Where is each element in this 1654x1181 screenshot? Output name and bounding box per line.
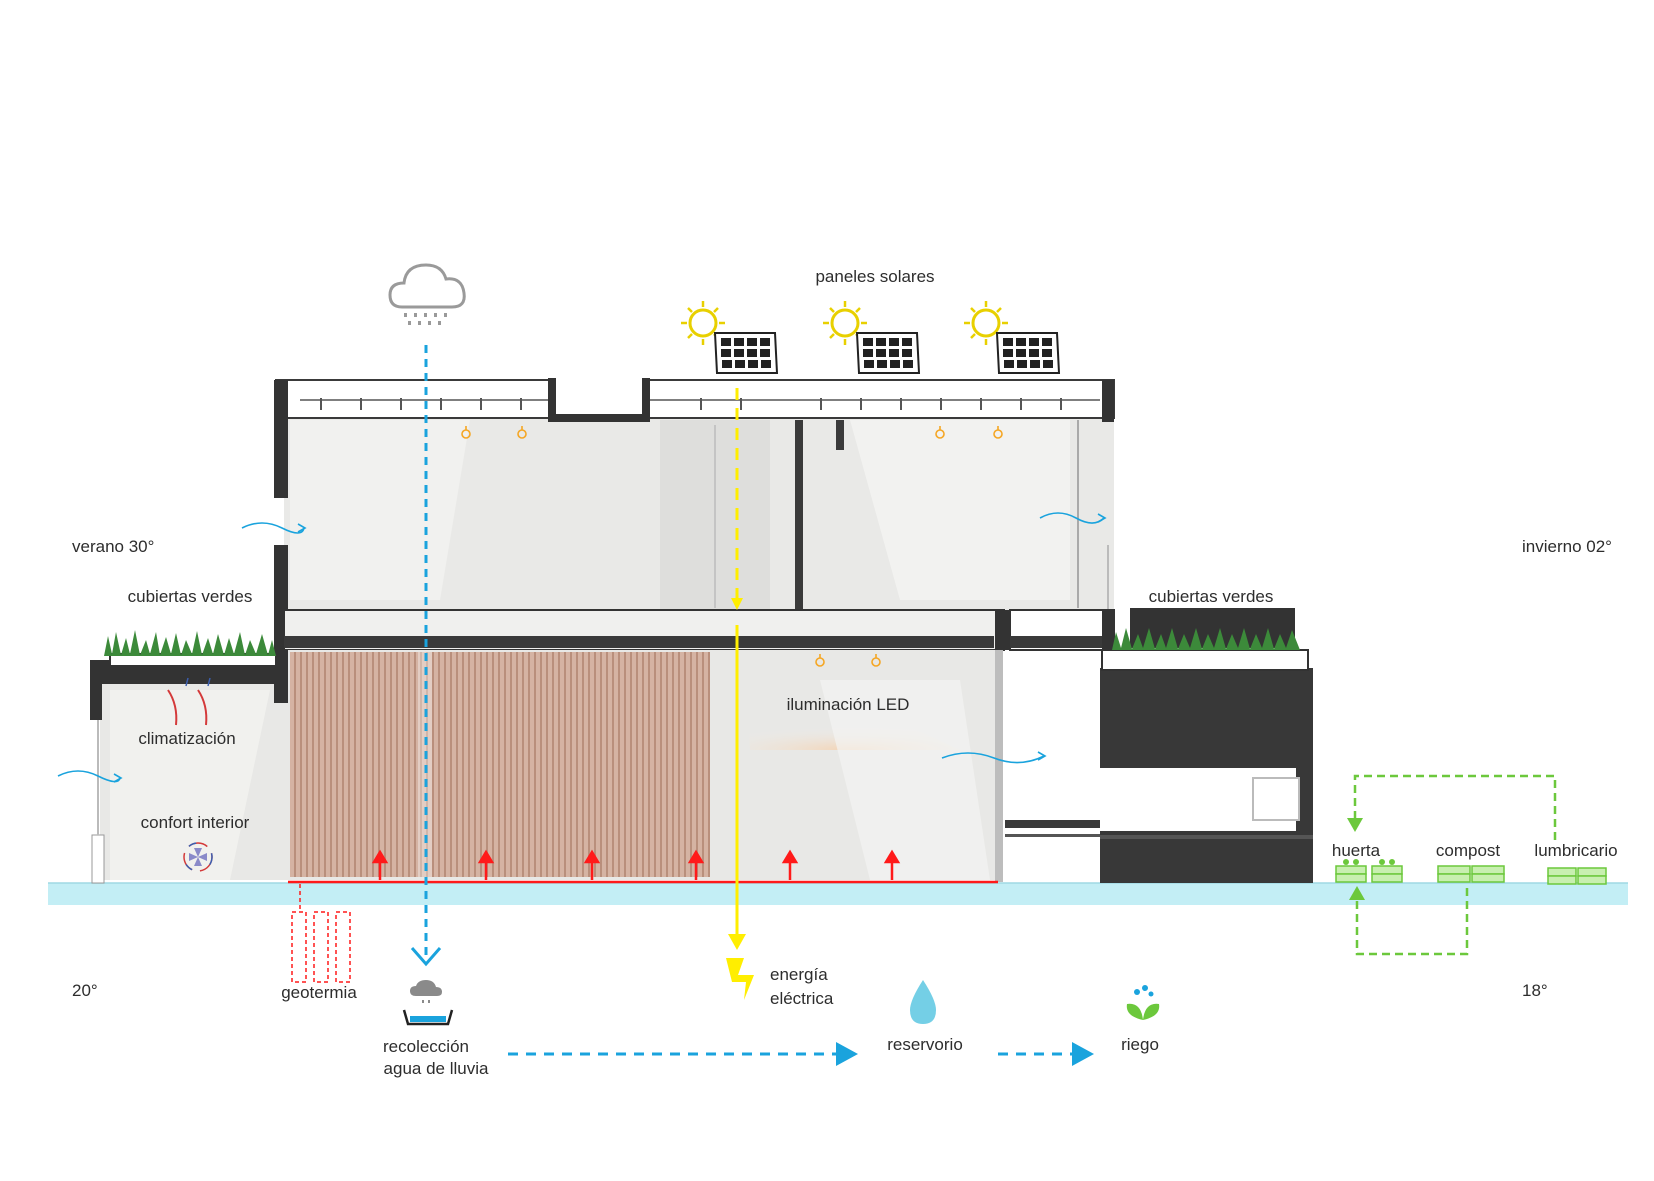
- energy-flow: [726, 388, 754, 1000]
- solar-panel-icon: [855, 332, 921, 374]
- plant-icon: [1126, 985, 1160, 1020]
- label-lumbricario: lumbricario: [1534, 841, 1618, 860]
- climatization-arrows-icon: [167, 689, 208, 726]
- label-recoleccion: recolección: [383, 1037, 469, 1056]
- sun-icon: [964, 301, 1008, 345]
- wood-slats: [290, 652, 710, 877]
- label-energia: energía: [770, 965, 828, 984]
- label-verano: verano 30°: [72, 537, 155, 556]
- upper-partition-wall: [795, 420, 803, 610]
- label-reservorio: reservorio: [887, 1035, 963, 1054]
- label-riego: riego: [1121, 1035, 1159, 1054]
- label-cubiertas-verdes-left: cubiertas verdes: [127, 587, 253, 606]
- rainwater-flow: [410, 345, 1094, 1066]
- label-compost: compost: [1435, 841, 1501, 860]
- upper-left-wall: [274, 380, 288, 498]
- solar-panel-icon: [995, 332, 1061, 374]
- green-roof-right: [1112, 628, 1300, 650]
- cloud-rain-icon: [388, 263, 466, 325]
- airflow-arrow-icon: [57, 512, 1107, 783]
- lightning-icon: [726, 958, 754, 1000]
- led-lamp-icons: [461, 426, 1003, 667]
- planter-boxes: [1335, 865, 1607, 885]
- ground-band: [48, 883, 1628, 905]
- compost-cycle: [1353, 774, 1557, 956]
- geothermal-loops: [291, 884, 351, 983]
- floor-heating: [288, 849, 998, 884]
- label-temp-right: 18°: [1522, 981, 1548, 1000]
- label-paneles-solares: paneles solares: [815, 267, 935, 286]
- label-iluminacion-led: iluminación LED: [786, 695, 910, 714]
- label-agua-de-lluvia: agua de lluvia: [383, 1059, 489, 1078]
- label-cubiertas-verdes-right: cubiertas verdes: [1148, 587, 1274, 606]
- label-huerta: huerta: [1331, 841, 1381, 860]
- water-drop-icon: [910, 980, 936, 1024]
- label-climatizacion: climatización: [138, 729, 236, 748]
- collector-icon: [402, 980, 454, 1026]
- label-temp-left: 20°: [72, 981, 98, 1000]
- label-geotermia: geotermia: [281, 983, 357, 1002]
- solar-panel-icon: [713, 332, 779, 374]
- label-confort-interior: confort interior: [140, 813, 250, 832]
- sun-icon: [823, 301, 867, 345]
- fan-icon: [183, 842, 213, 872]
- label-electrica: eléctrica: [770, 989, 834, 1008]
- green-roof-left: [104, 630, 276, 656]
- label-invierno: invierno 02°: [1522, 537, 1612, 556]
- roof-slab: [275, 379, 1115, 419]
